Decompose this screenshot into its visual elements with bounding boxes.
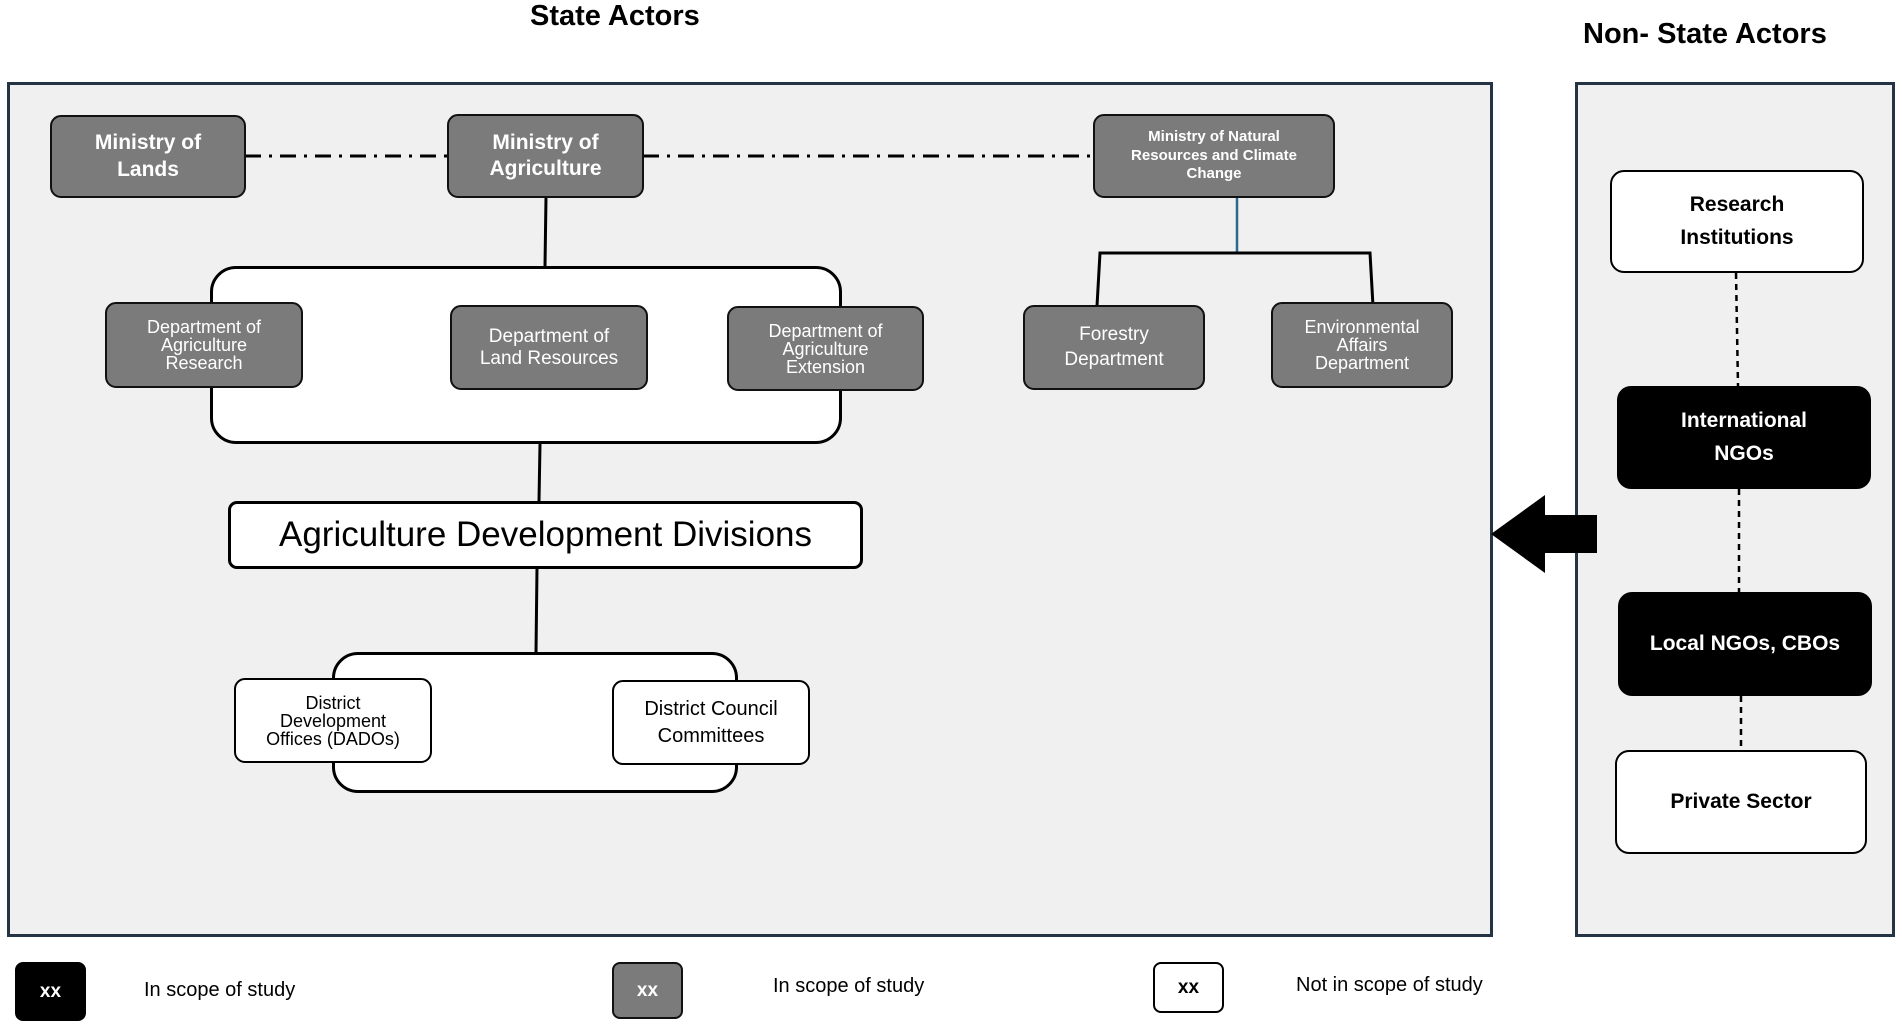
legend-grey-label: In scope of study	[773, 975, 925, 997]
ministry-of-natural-resources: Ministry of Natural Resources and Climat…	[1093, 114, 1335, 198]
environmental-affairs-department: Environmental Affairs Department	[1271, 302, 1453, 388]
departments-to-divisions-line	[537, 443, 542, 502]
state-actors-heading: State Actors	[530, 0, 700, 32]
department-land-resources: Department of Land Resources	[450, 305, 648, 390]
department-agriculture-extension: Department of Agriculture Extension	[727, 306, 924, 391]
legend-white-swatch: xx	[1153, 962, 1224, 1013]
legend-black-swatch: xx	[15, 962, 86, 1021]
agriculture-to-departments-line	[543, 196, 548, 267]
non-state-actors-heading: Non- State Actors	[1583, 18, 1827, 50]
ministry-of-lands: Ministry of Lands	[50, 115, 246, 198]
international-ngos: International NGOs	[1617, 386, 1871, 489]
legend-white-label: Not in scope of study	[1296, 974, 1483, 996]
district-council-committees: District Council Committees	[612, 680, 810, 765]
divisions-to-district-line	[534, 567, 539, 653]
legend-black-label: In scope of study	[144, 979, 296, 1001]
district-development-offices: District Development Offices (DADOs)	[234, 678, 432, 763]
influence-arrow-icon	[1491, 495, 1597, 573]
local-ngos-cbos: Local NGOs, CBOs	[1618, 592, 1872, 696]
ministry-of-agriculture: Ministry of Agriculture	[447, 114, 644, 198]
legend-grey-swatch: xx	[612, 962, 683, 1019]
agriculture-development-divisions: Agriculture Development Divisions	[228, 501, 863, 569]
forestry-department: Forestry Department	[1023, 305, 1205, 390]
research-institutions: Research Institutions	[1610, 170, 1864, 273]
private-sector: Private Sector	[1615, 750, 1867, 854]
natural-resources-bracket-line	[1095, 251, 1375, 307]
department-agriculture-research: Department of Agriculture Research	[105, 302, 303, 388]
research-to-intl-ngos-line	[1734, 272, 1740, 387]
